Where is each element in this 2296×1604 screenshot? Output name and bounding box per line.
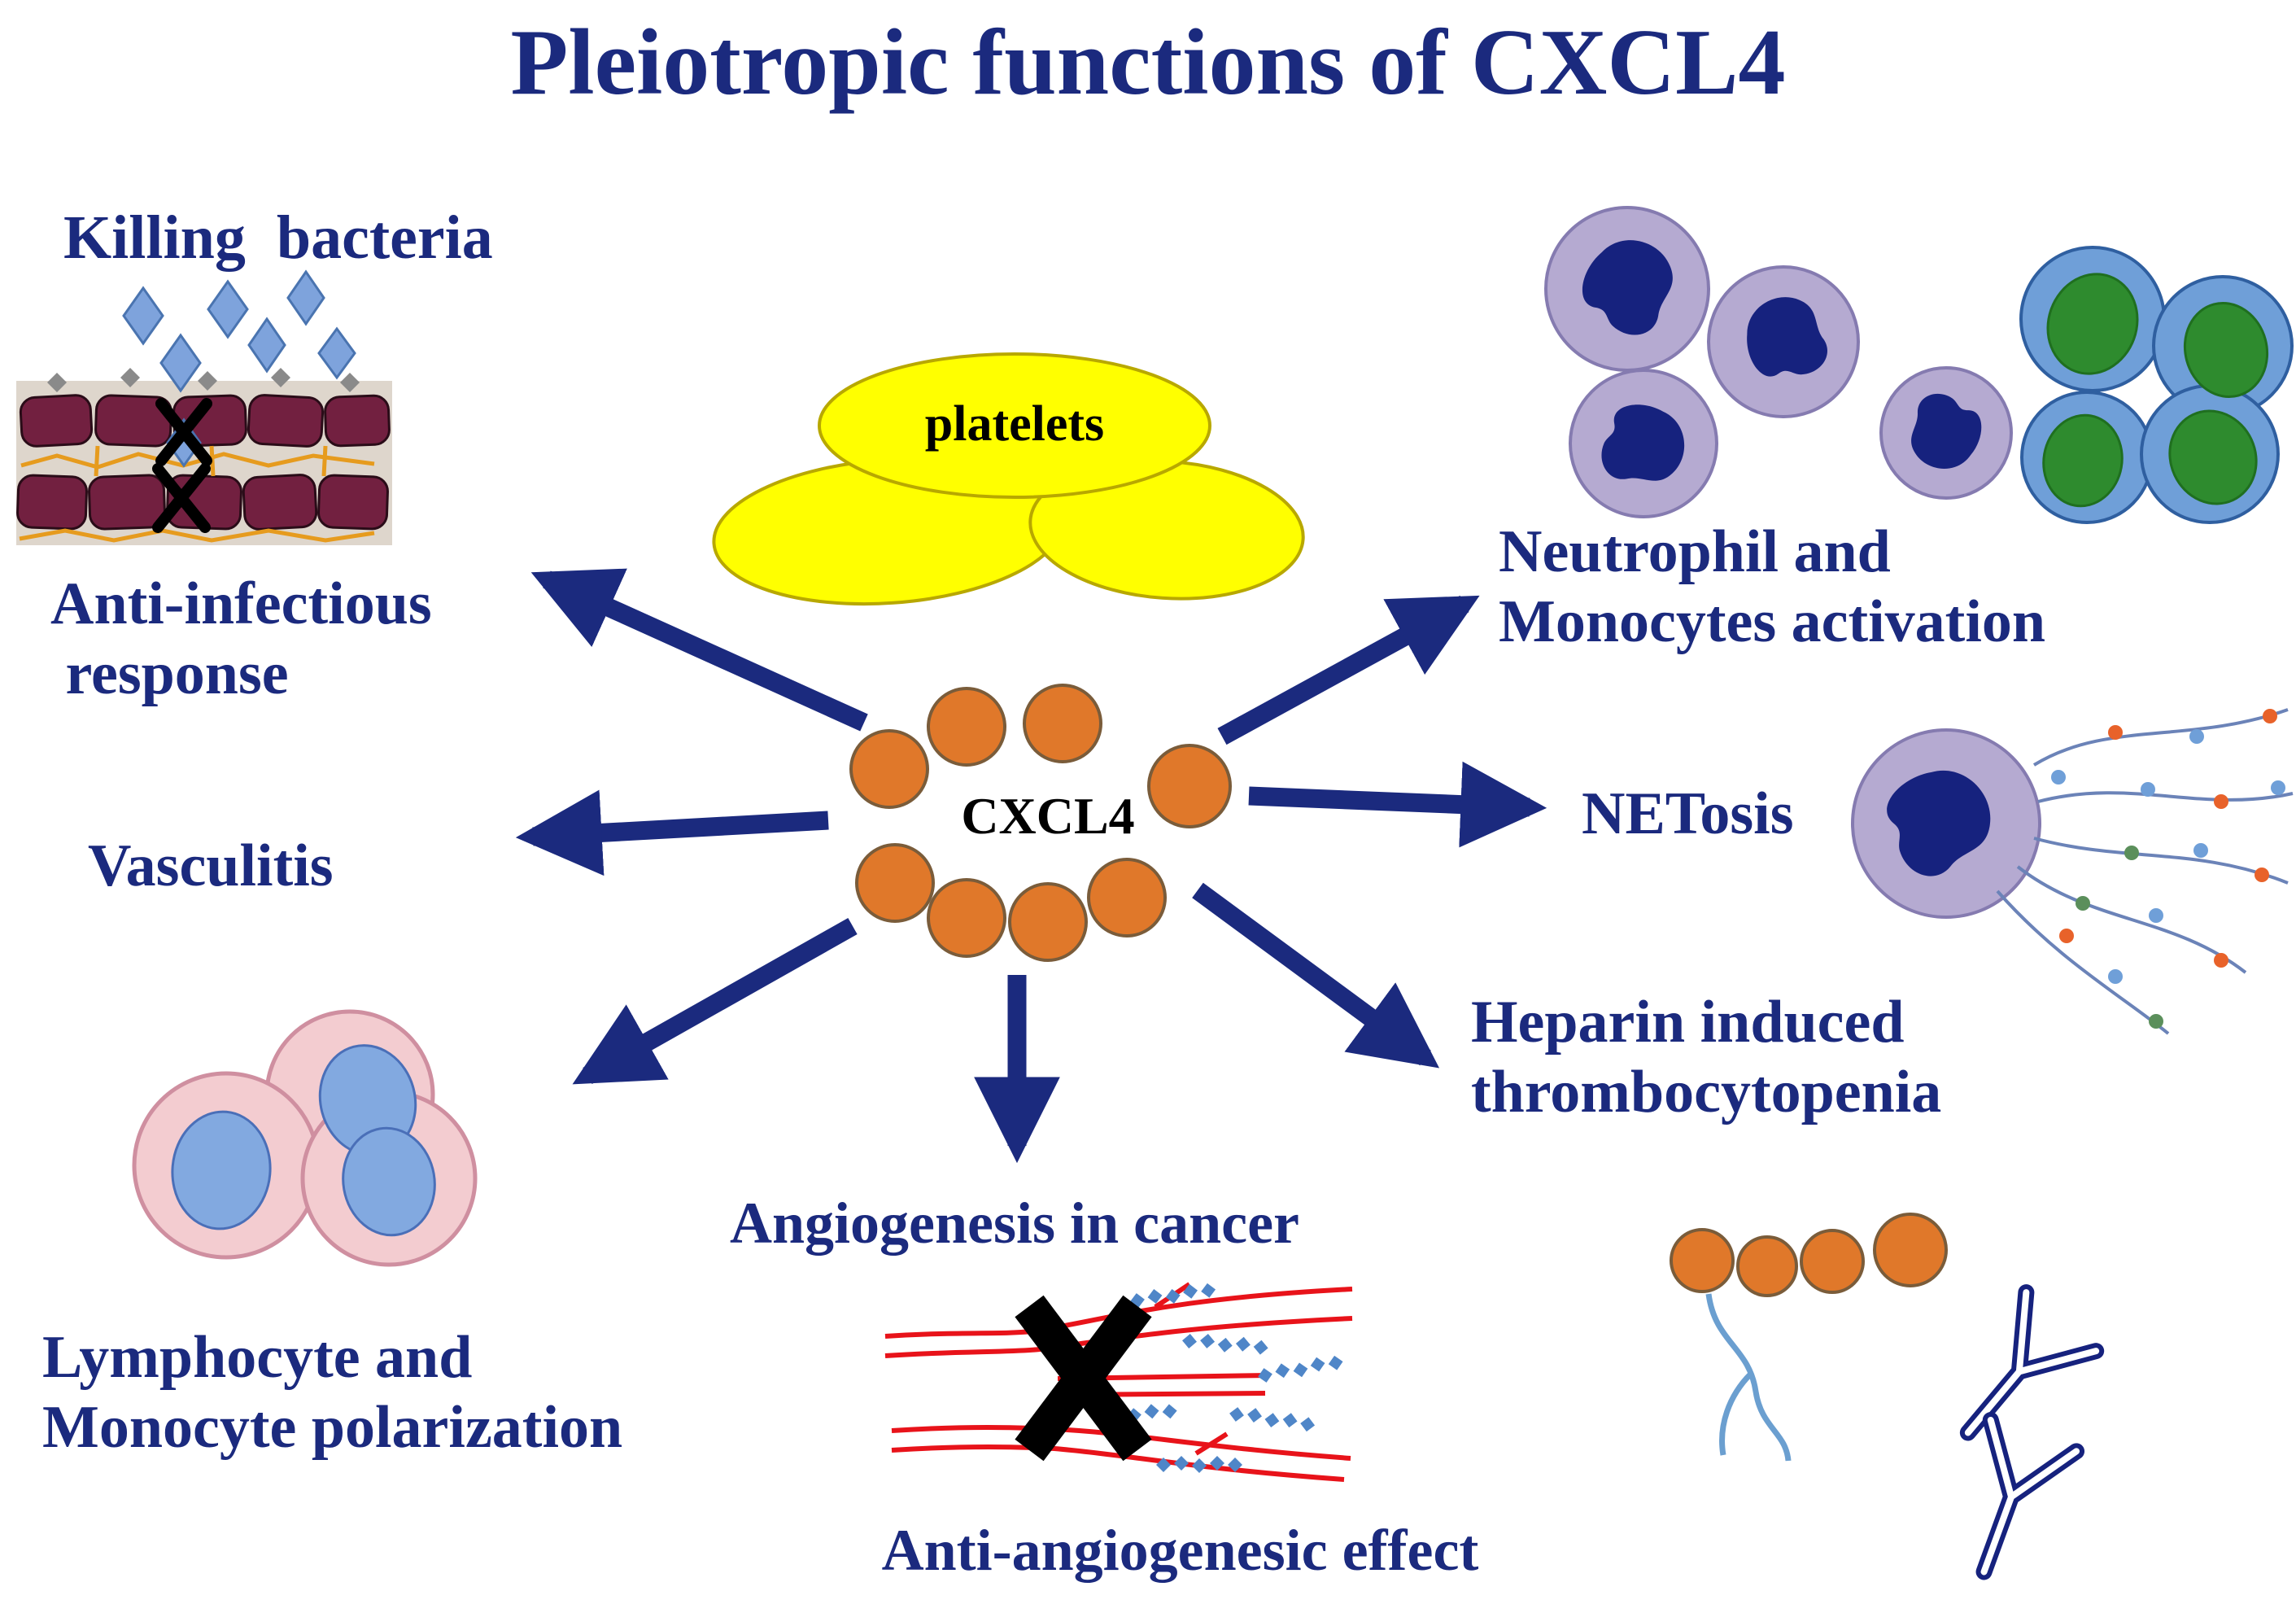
- net-granules: [2051, 709, 2285, 1029]
- net-strand: [2037, 791, 2294, 803]
- arrow-to-anti-infectious: [530, 568, 868, 732]
- heparin-cxcl4-molecules: [1670, 1213, 1948, 1297]
- bacterium-diamond: [159, 333, 202, 393]
- net-granule: [2255, 868, 2269, 882]
- label-killing-bacteria: Killing bacteria: [63, 203, 493, 272]
- antibody-icon: [1975, 1412, 2085, 1580]
- cell-nucleus: [2168, 409, 2258, 505]
- cell-nucleus: [2042, 413, 2124, 508]
- net-granule: [2149, 1014, 2163, 1029]
- vessel: [891, 1425, 1351, 1461]
- angiogenesis-block-x-mark: [1015, 1295, 1152, 1462]
- arrow-to-neutrophil-activation: [1217, 595, 1480, 745]
- vessel-branch: [1194, 1431, 1229, 1456]
- cell-nucleus: [2183, 302, 2269, 398]
- net-granule: [2149, 908, 2163, 923]
- bacteria-diamonds: [122, 269, 356, 468]
- cell-nucleus: [342, 1126, 436, 1237]
- cell-nucleus: [2046, 273, 2139, 375]
- label-platelets: platelets: [924, 396, 1105, 452]
- net-strand: [2033, 837, 2289, 885]
- cxcl4-molecule: [1873, 1213, 1948, 1287]
- heparin-chain: [1705, 1293, 1792, 1462]
- label-neutrophil-monocytes-activation: Neutrophil and Monocytes activation: [1499, 518, 2046, 655]
- label-angiogenesis-in-cancer: Angiogenesis in cancer: [730, 1191, 1299, 1256]
- platelet: [818, 352, 1211, 499]
- arrow-to-lymphocyte-polarization: [572, 917, 858, 1085]
- bacterium-diamond: [286, 269, 325, 326]
- antibody-icon: [1959, 1284, 2105, 1441]
- net-granule: [2193, 843, 2208, 858]
- green-nuclei: [2042, 273, 2269, 508]
- net-granule: [2189, 729, 2204, 744]
- label-anti-infectious-response: Anti-infectious response: [50, 570, 432, 707]
- bacterium-diamond: [247, 317, 286, 374]
- tissue-debris: [47, 368, 360, 392]
- cxcl4-molecule: [927, 878, 1006, 958]
- antibodies: [1959, 1284, 2105, 1580]
- label-anti-angiogenesic-effect: Anti-angiogenesic effect: [881, 1518, 1479, 1583]
- net-strands: [1996, 708, 2294, 1035]
- net-strand: [2032, 708, 2289, 767]
- arrow-to-heparin-thrombocytopenia: [1192, 882, 1440, 1069]
- cxcl4-molecules-illustration: [849, 684, 1232, 962]
- cxcl4-molecule: [927, 687, 1006, 767]
- cxcl4-molecule: [849, 729, 929, 809]
- net-strand: [1996, 889, 2170, 1035]
- cxcl4-molecule: [1670, 1228, 1735, 1293]
- bead-string: [1256, 1353, 1345, 1385]
- cxcl4-molecule: [1008, 882, 1088, 962]
- cxcl4-molecule: [1800, 1229, 1865, 1294]
- platelets-illustration: [712, 352, 1305, 606]
- arrow-to-netosis: [1248, 761, 1547, 848]
- net-granule: [2059, 929, 2074, 943]
- net-granule: [2108, 969, 2123, 984]
- bead-string: [1228, 1404, 1316, 1434]
- arrow-to-vasculitis: [515, 789, 829, 876]
- bead-string: [1181, 1331, 1269, 1357]
- label-netosis: NETosis: [1582, 780, 1794, 847]
- net-granule: [2271, 780, 2285, 795]
- bacterium-diamond: [207, 279, 249, 339]
- cxcl4-molecule: [855, 843, 935, 923]
- net-granule: [2263, 709, 2277, 723]
- function-arrows: [515, 568, 1547, 1164]
- label-heparin-thrombocytopenia: Heparin induced thrombocytopenia: [1471, 989, 1942, 1125]
- page-title: Pleiotropic functions of CXCL4: [510, 11, 1786, 115]
- net-granule: [2108, 725, 2123, 740]
- net-strand: [2016, 865, 2247, 974]
- net-granule: [2051, 770, 2066, 785]
- cxcl4-molecule: [1023, 684, 1102, 763]
- cxcl4-molecule: [1087, 858, 1167, 937]
- pink-cell-nuclei: [171, 1044, 436, 1237]
- net-granule: [2141, 782, 2155, 797]
- label-lymphocyte-polarization: Lymphocyte and Monocyte polarization: [42, 1324, 623, 1461]
- net-granule: [2076, 896, 2090, 911]
- label-vasculitis: Vasculitis: [88, 833, 334, 899]
- cell-nucleus: [171, 1110, 272, 1230]
- net-granule: [2214, 953, 2228, 968]
- bacterium-diamond: [166, 417, 202, 468]
- net-granule: [2214, 794, 2228, 809]
- killed-bacteria-x-marks: [152, 398, 212, 533]
- label-cxcl4: CXCL4: [961, 787, 1135, 845]
- cxcl4-molecule: [1147, 744, 1232, 828]
- cxcl4-molecule: [1736, 1235, 1798, 1297]
- bacterium-diamond: [317, 326, 356, 380]
- net-granule: [2124, 846, 2139, 860]
- bacterium-diamond: [122, 286, 164, 346]
